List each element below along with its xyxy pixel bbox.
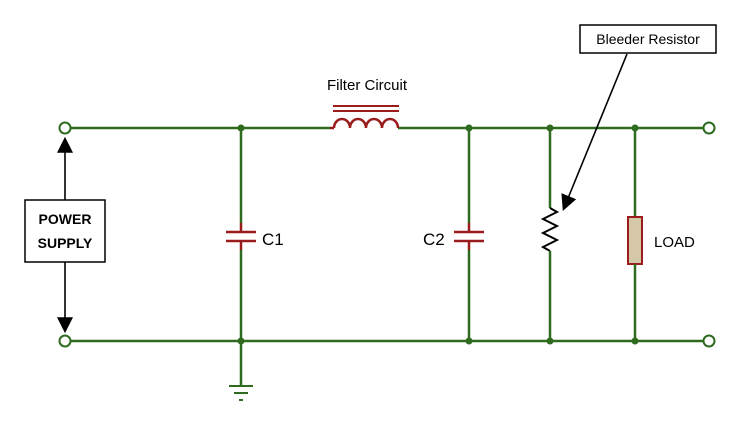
power-supply-line2: SUPPLY <box>38 235 93 251</box>
power-supply-box: POWER SUPPLY <box>24 199 106 263</box>
bleeder-pointer-arrow <box>561 53 628 211</box>
terminals <box>58 121 716 348</box>
capacitor-c2 <box>454 128 484 341</box>
inductor <box>330 105 400 130</box>
filter-circuit-label: Filter Circuit <box>327 77 408 94</box>
load-label: LOAD <box>654 234 695 251</box>
c1-label: C1 <box>262 230 284 249</box>
bleeder-label: Bleeder Resistor <box>596 31 700 47</box>
load-resistor <box>627 128 643 341</box>
power-supply-line1: POWER <box>39 211 92 227</box>
terminal-bottom-right <box>702 334 716 348</box>
bleeder-label-box: Bleeder Resistor <box>579 24 717 54</box>
terminal-bottom-left <box>58 334 72 348</box>
ground-symbol <box>229 341 253 401</box>
c2-label: C2 <box>423 230 445 249</box>
terminal-top-left <box>58 121 72 135</box>
capacitor-c1 <box>226 128 256 341</box>
junctions <box>237 124 639 345</box>
terminal-top-right <box>702 121 716 135</box>
bleeder-resistor <box>540 128 560 341</box>
